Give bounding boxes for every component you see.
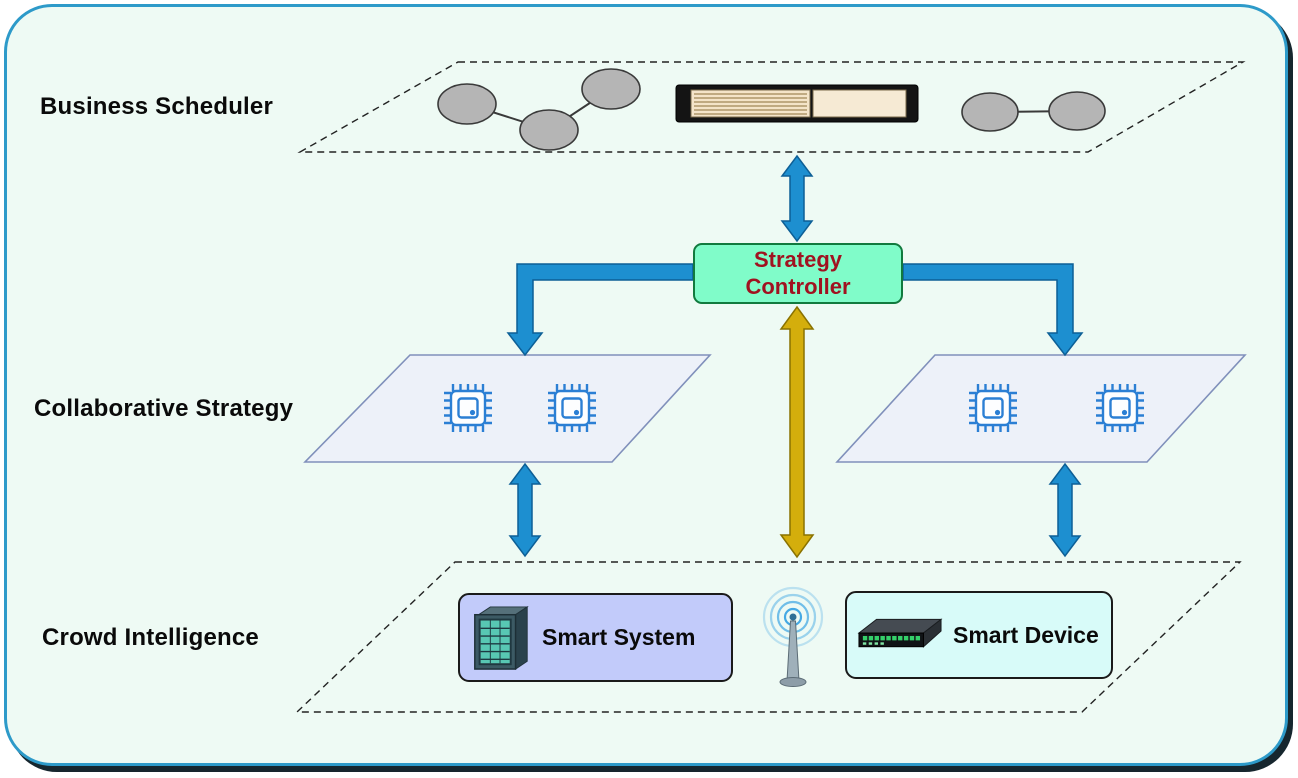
arrows [506,154,1084,559]
arrow-rightplane-to-crowd [1048,462,1082,558]
collaborative-strategy-plane-right [835,354,1247,463]
collaborative-strategy-plane-left [303,354,712,463]
server-cabinet-icon [474,605,529,670]
arrow-controller-to-right-plane [902,263,1084,357]
task-pair-icon [961,91,1106,132]
arrow-business-to-controller [780,154,814,243]
strategy-controller-box: Strategy Controller [693,243,903,304]
server-rack-icon [675,84,919,123]
strategy-controller-label-line2: Controller [745,273,851,299]
smart-device-box: Smart Device [845,591,1113,679]
smart-system-label: Smart System [542,624,696,650]
smart-device-label: Smart Device [953,621,1099,648]
arrow-leftplane-to-crowd [508,462,542,558]
network-switch-icon [857,618,943,648]
smart-system-box: Smart System [458,593,733,682]
business-scheduler-plane [297,61,1246,153]
layer-label-business-scheduler: Business Scheduler [40,93,274,120]
layer-label-crowd-intelligence: Crowd Intelligence [42,624,259,651]
strategy-controller-label-line1: Strategy [753,246,843,272]
crowd-intelligence-plane [295,561,1242,713]
arrow-controller-to-left-plane [506,263,694,357]
wireless-antenna-icon [762,586,824,687]
arrow-controller-to-crowd [779,305,815,559]
layer-label-collaborative-strategy: Collaborative Strategy [34,395,294,422]
task-graph-icon [437,68,641,151]
